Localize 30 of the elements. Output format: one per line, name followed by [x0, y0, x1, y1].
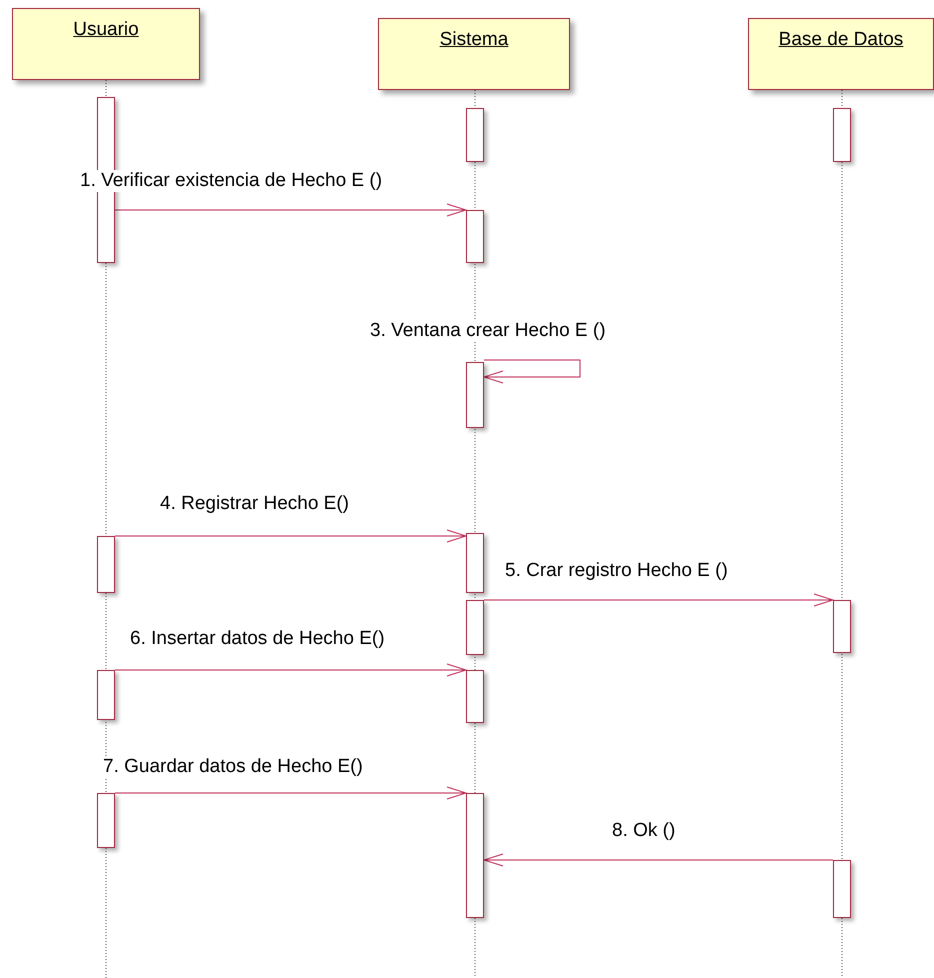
- message-arrow: [484, 360, 580, 384]
- activation-bar: [97, 670, 115, 720]
- message-label: 7. Guardar datos de Hecho E(): [103, 756, 363, 778]
- activation-bar: [466, 533, 484, 593]
- lifeline-head: Sistema: [378, 18, 570, 90]
- message-label: 5. Crar registro Hecho E (): [505, 560, 728, 582]
- lifeline-head: Base de Datos: [748, 18, 934, 90]
- activation-bar: [97, 793, 115, 848]
- message-arrow: [114, 530, 466, 542]
- activation-bar: [833, 108, 851, 162]
- activation-bar: [466, 210, 484, 263]
- message-label: 6. Insertar datos de Hecho E(): [130, 628, 385, 650]
- activation-bar: [833, 600, 851, 653]
- lifeline-head: Usuario: [12, 8, 200, 80]
- activation-bar: [97, 536, 115, 593]
- message-label: 8. Ok (): [612, 820, 676, 842]
- activation-bar: [466, 108, 484, 162]
- message-arrow: [114, 786, 466, 800]
- activation-bar: [466, 670, 484, 723]
- message-label: 4. Registrar Hecho E(): [160, 493, 350, 515]
- activation-bar: [466, 793, 484, 918]
- activation-bar: [466, 600, 484, 655]
- message-arrow: [114, 204, 466, 216]
- message-label: 1. Verificar existencia de Hecho E (): [80, 170, 382, 192]
- message-arrow: [114, 664, 466, 676]
- activation-bar: [833, 860, 851, 918]
- message-arrow: [484, 854, 834, 866]
- message-arrow: [484, 594, 834, 606]
- message-label: 3. Ventana crear Hecho E (): [370, 320, 606, 342]
- activation-bar: [466, 362, 484, 428]
